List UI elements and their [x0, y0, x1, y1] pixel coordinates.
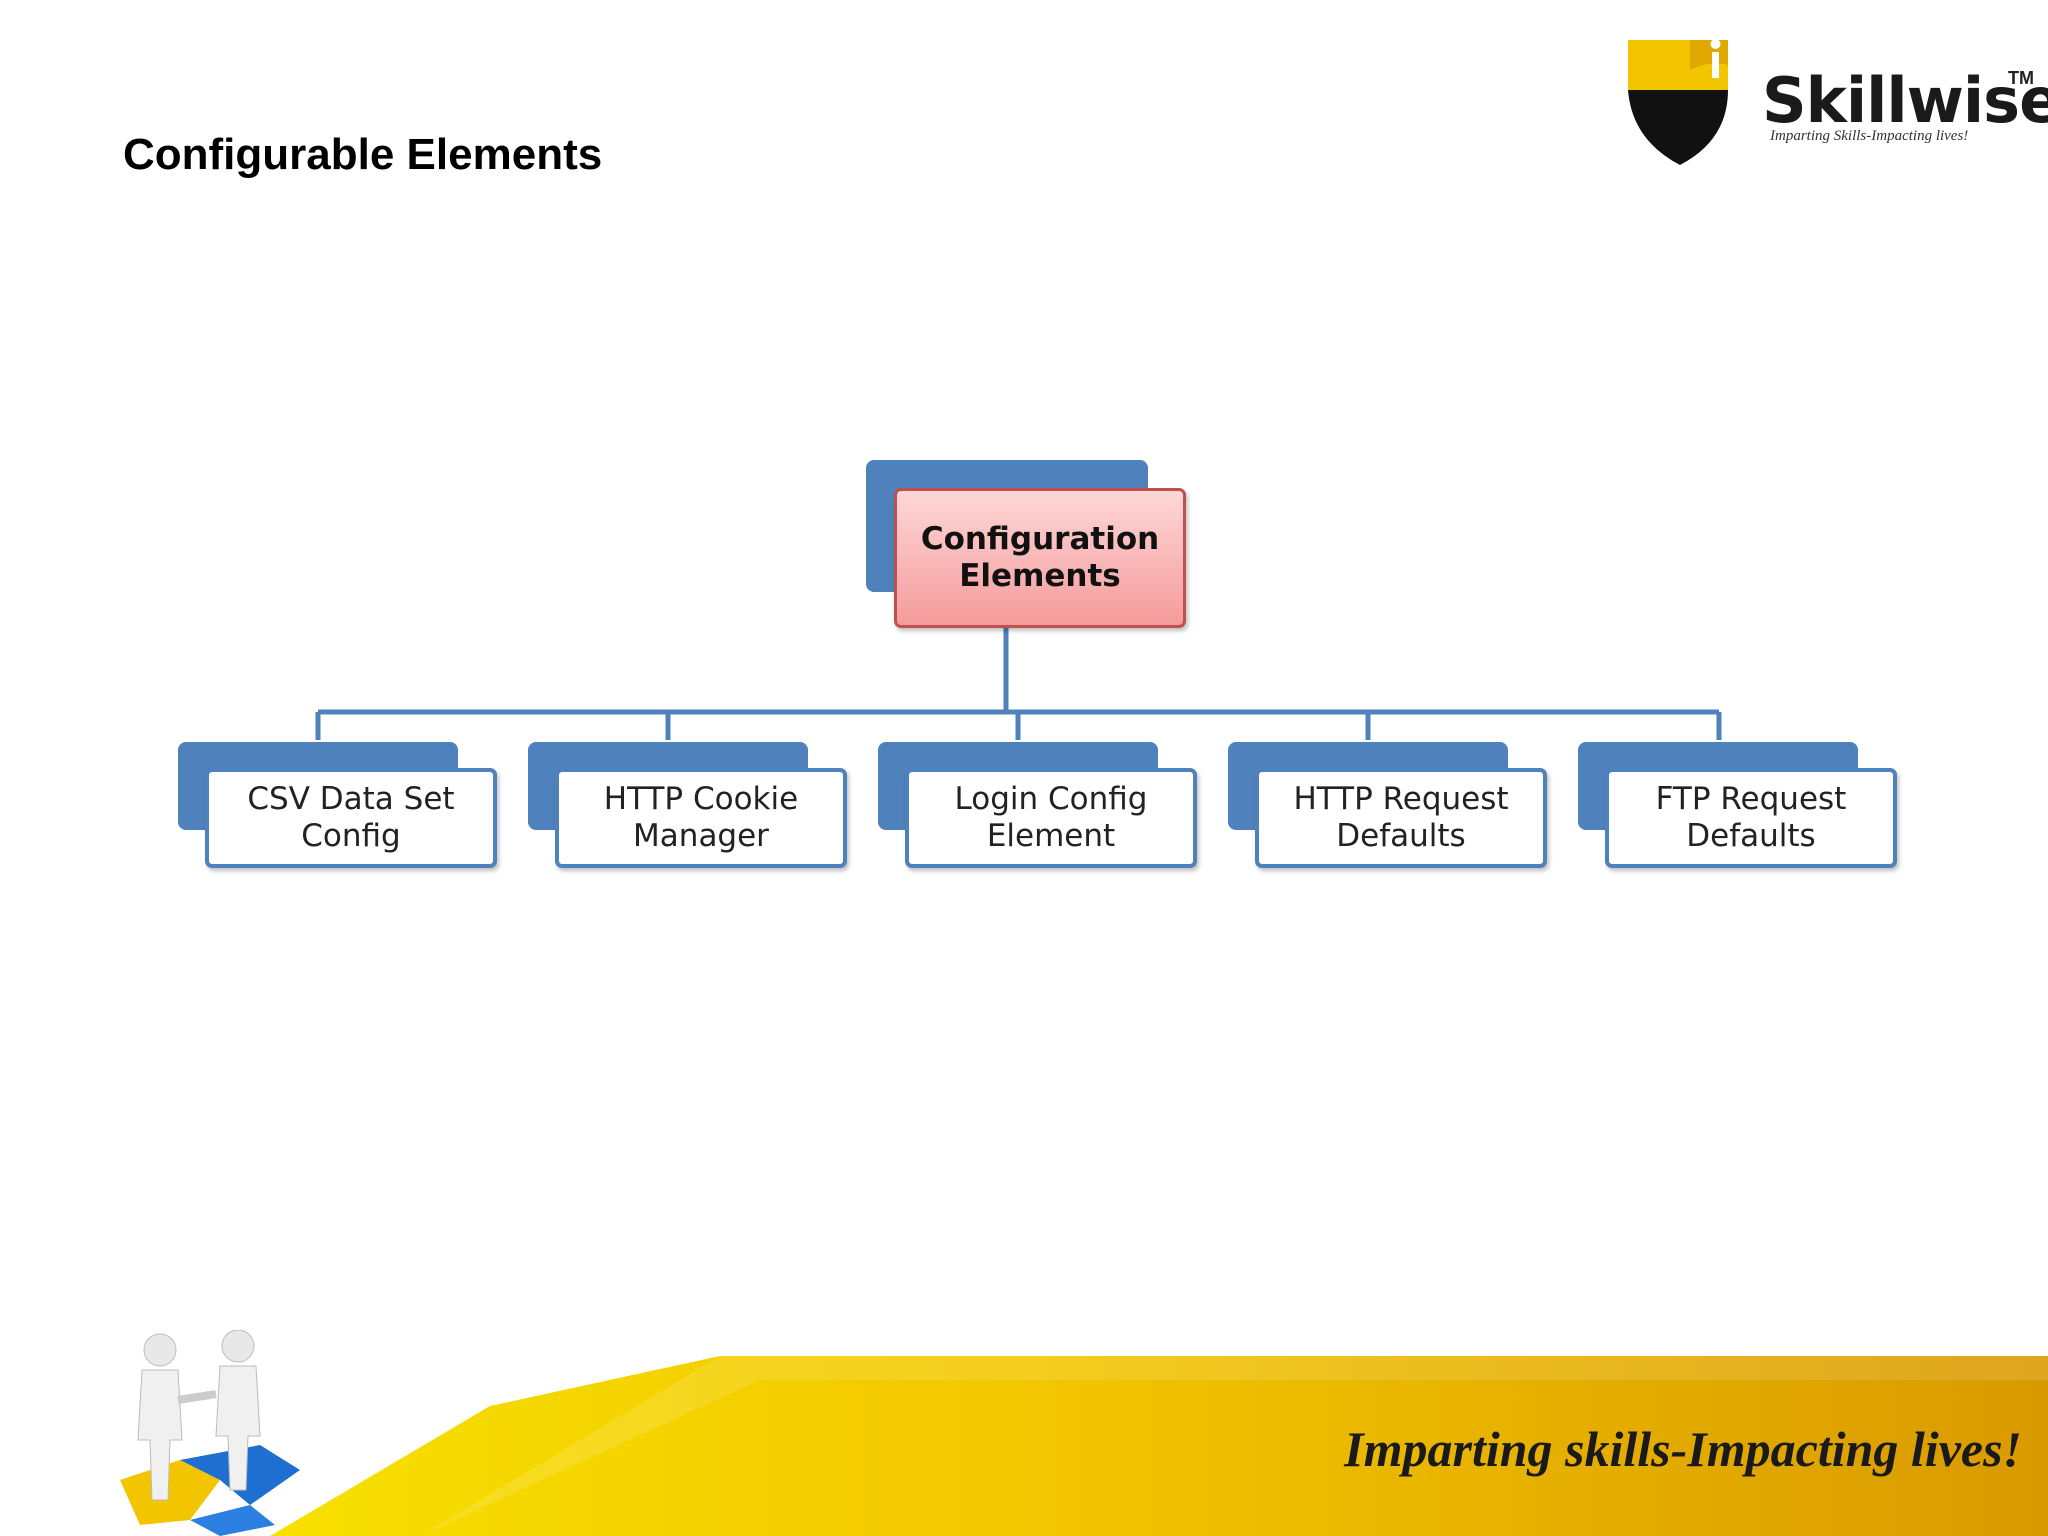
skillwise-logo: Skillwise TM Imparting Skills-Impacting … — [1620, 30, 2048, 175]
logo-tagline: Imparting Skills-Impacting lives! — [1770, 128, 1969, 144]
child-node-label: CSV Data Set Config — [247, 781, 455, 854]
logo-trademark: TM — [2008, 68, 2034, 88]
child-node-box: Login Config Element — [905, 768, 1197, 868]
child-node-label: HTTP Cookie Manager — [603, 781, 799, 854]
child-node-box: CSV Data Set Config — [205, 768, 497, 868]
slide-title: Configurable Elements — [123, 130, 603, 179]
footer-tagline: Imparting skills-Impacting lives! — [1344, 1421, 2022, 1477]
teamwork-figures-icon — [120, 1330, 300, 1536]
footer-banner: Imparting skills-Impacting lives! — [0, 1340, 2048, 1536]
child-node-box: HTTP Request Defaults — [1255, 768, 1547, 868]
child-node-box: HTTP Cookie Manager — [555, 768, 847, 868]
root-node-box: Configuration Elements — [894, 488, 1186, 628]
footer-gold-band — [270, 1356, 2048, 1536]
root-node-label: Configuration Elements — [920, 521, 1160, 594]
child-node-box: FTP Request Defaults — [1605, 768, 1897, 868]
shield-icon — [1628, 39, 1728, 165]
logo-wordmark: Skillwise — [1762, 64, 2048, 137]
child-node-label: FTP Request Defaults — [1655, 781, 1847, 854]
child-node-label: Login Config Element — [954, 781, 1148, 854]
child-node-label: HTTP Request Defaults — [1293, 781, 1509, 854]
